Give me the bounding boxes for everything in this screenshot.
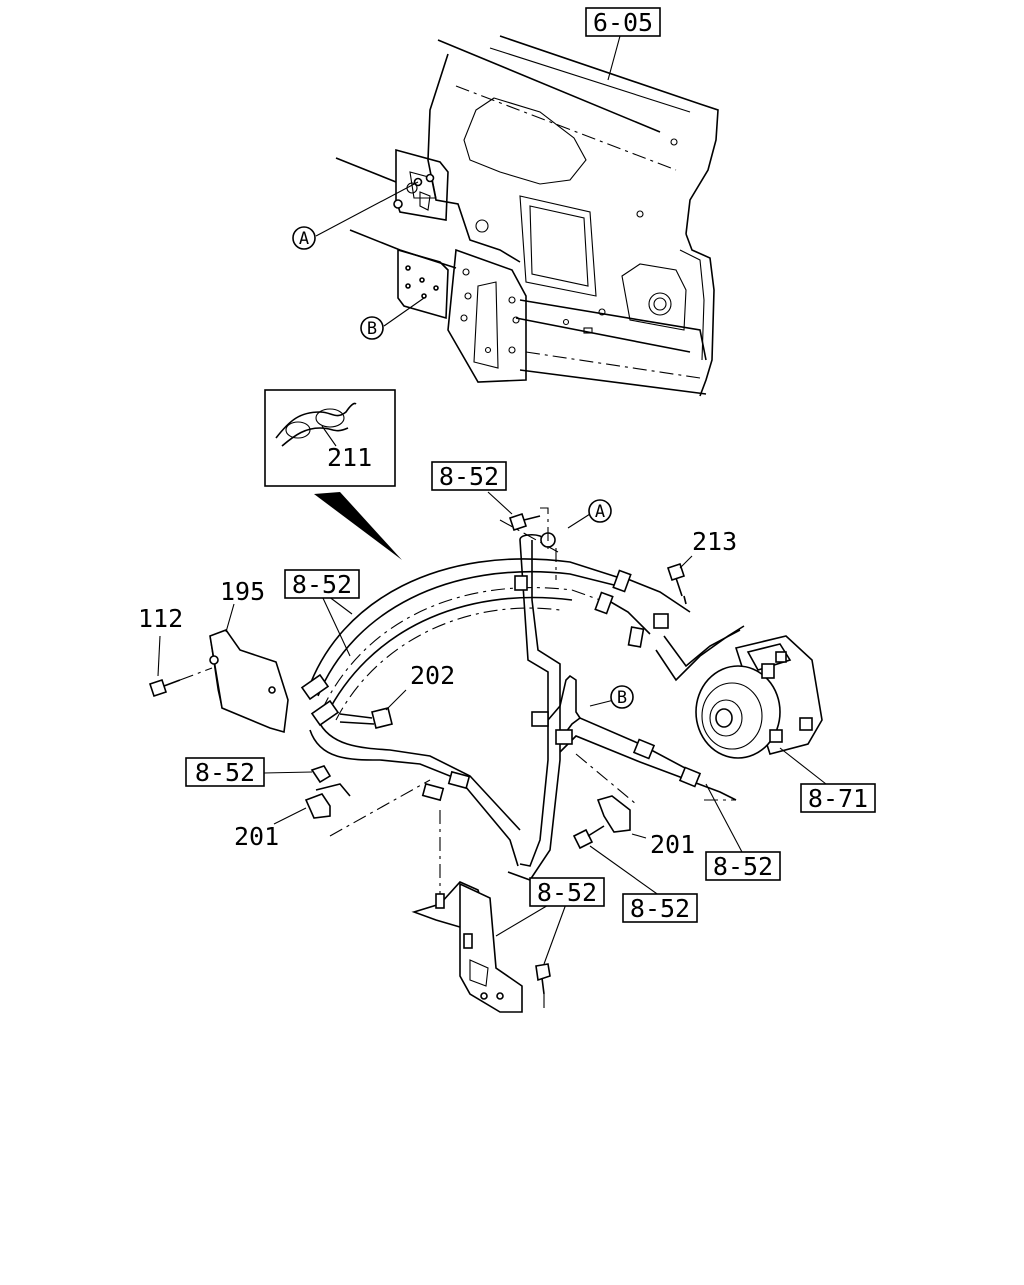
ref-label-8-52-bracket: 8-52 bbox=[537, 878, 597, 907]
ref-box-8-71[interactable]: 8-71 bbox=[800, 783, 876, 813]
part-number-202: 202 bbox=[410, 661, 455, 690]
callout-b-top: B bbox=[360, 316, 384, 340]
ref-label-8-52-right: 8-52 bbox=[713, 852, 773, 881]
ref-box-8-52-left[interactable]: 8-52 bbox=[185, 757, 265, 787]
bolt-202 bbox=[339, 689, 407, 729]
part-number-211: 211 bbox=[327, 443, 372, 472]
part-number-112: 112 bbox=[138, 604, 183, 633]
ref-box-8-52-lower[interactable]: 8-52 bbox=[622, 893, 698, 923]
part-number-195: 195 bbox=[220, 577, 265, 606]
svg-text:A: A bbox=[299, 229, 309, 249]
callout-a-hose: A bbox=[588, 499, 612, 523]
bolt-8-52-top bbox=[487, 491, 541, 532]
ref-box-8-52-right[interactable]: 8-52 bbox=[705, 851, 781, 881]
callout-a-top: A bbox=[292, 226, 316, 250]
svg-text:A: A bbox=[595, 502, 605, 522]
cab-front-panel bbox=[315, 35, 719, 397]
bracket-195 bbox=[148, 603, 289, 734]
ref-label-8-52-top: 8-52 bbox=[439, 462, 499, 491]
compressor bbox=[655, 625, 827, 853]
ref-box-8-52-hose[interactable]: 8-52 bbox=[284, 569, 360, 599]
ref-box-8-52-bracket[interactable]: 8-52 bbox=[529, 877, 605, 907]
clip-211-inset bbox=[264, 389, 402, 560]
ref-label-8-52-hose: 8-52 bbox=[292, 570, 352, 599]
ref-label-8-52-lower: 8-52 bbox=[630, 894, 690, 923]
callout-b-hose: B bbox=[610, 685, 634, 709]
ref-label-8-71: 8-71 bbox=[808, 784, 868, 813]
part-number-201-right: 201 bbox=[650, 830, 695, 859]
ref-label-8-52-left: 8-52 bbox=[195, 758, 255, 787]
part-number-201-left: 201 bbox=[234, 822, 279, 851]
ref-label-6-05: 6-05 bbox=[593, 8, 653, 37]
hose-assembly bbox=[300, 507, 737, 900]
clamp-201-left bbox=[263, 765, 351, 825]
ref-box-8-52-top[interactable]: 8-52 bbox=[431, 461, 507, 491]
bolt-213 bbox=[666, 555, 693, 605]
svg-text:B: B bbox=[367, 319, 377, 339]
part-number-213: 213 bbox=[692, 527, 737, 556]
lower-bracket bbox=[411, 881, 567, 1013]
clamp-201-right bbox=[572, 795, 661, 897]
ref-box-6-05[interactable]: 6-05 bbox=[585, 7, 661, 37]
svg-text:B: B bbox=[617, 688, 627, 708]
